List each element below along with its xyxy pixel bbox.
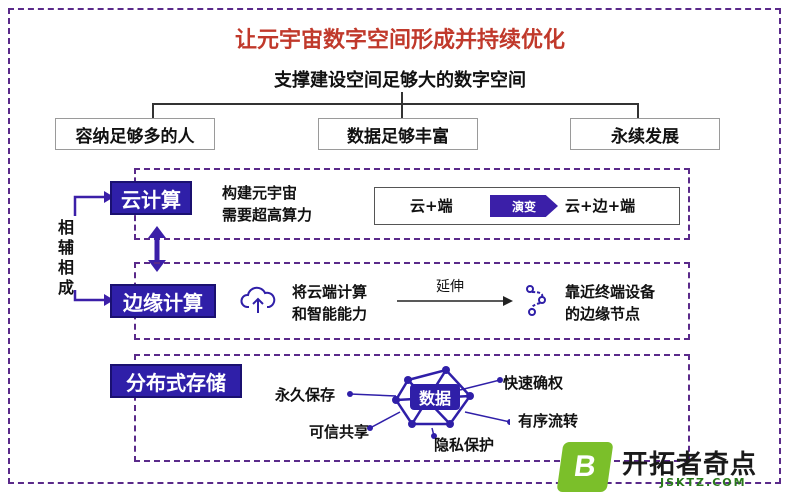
- nodes-path-icon: [522, 284, 550, 320]
- mutual-char-1: 相: [57, 218, 74, 237]
- top-box-data: 数据足够丰富: [318, 118, 478, 150]
- logo-name: 开拓者奇点: [622, 450, 758, 480]
- cloud-desc-line2: 需要超高算力: [222, 206, 313, 224]
- storage-item-fast-rights: 快速确权: [503, 374, 564, 392]
- logo-mark: B: [556, 442, 614, 492]
- site-logo: B 开拓者奇点 JSKTZ.COM: [556, 440, 800, 496]
- storage-item-trusted-share: 可信共享: [309, 423, 370, 441]
- mutual-char-3: 相: [57, 258, 74, 277]
- evolve-arrow: 演变: [490, 195, 558, 217]
- diagram-title: 让元宇宙数字空间形成并持续优化: [234, 28, 565, 53]
- edge-desc-line1: 将云端计算: [292, 283, 368, 301]
- storage-item-privacy: 隐私保护: [434, 436, 495, 454]
- storage-label: 分布式存储: [110, 364, 242, 398]
- cloud-to: 云+边+端: [565, 197, 636, 215]
- tree-mid: [401, 103, 403, 119]
- storage-section: [134, 354, 690, 462]
- data-center-label: 数据: [410, 384, 460, 410]
- cloud-desc: 构建元宇宙 需要超高算力: [222, 182, 312, 226]
- mutual-char-2: 辅: [57, 238, 74, 257]
- tree-stem: [401, 92, 403, 104]
- top-box-sustain: 永续发展: [570, 118, 720, 150]
- cloud-label: 云计算: [110, 181, 192, 215]
- mutual-char-4: 成: [57, 278, 74, 297]
- logo-url: JSKTZ.COM: [660, 476, 747, 489]
- edge-target: 靠近终端设备 的边缘节点: [565, 281, 655, 325]
- mutual-label: 相 辅 相 成: [56, 218, 76, 298]
- edge-target-line2: 的边缘节点: [565, 305, 641, 323]
- edge-target-line1: 靠近终端设备: [565, 283, 656, 301]
- outer-frame: [8, 8, 781, 484]
- cloud-desc-line1: 构建元宇宙: [222, 184, 298, 202]
- edge-label: 边缘计算: [110, 284, 216, 318]
- storage-item-permanent: 永久保存: [275, 386, 336, 404]
- edge-desc-line2: 和智能能力: [292, 305, 368, 323]
- cloud-upload-icon: [240, 285, 276, 319]
- cloud-evolve-box: [374, 187, 680, 225]
- logo-letter: B: [571, 450, 599, 483]
- mutual-bracket: [73, 191, 114, 306]
- extend-arrow: [397, 296, 513, 306]
- extend-label: 延伸: [436, 279, 464, 295]
- diagram-subtitle: 支撑建设空间足够大的数字空间: [274, 70, 526, 91]
- tree-right: [637, 103, 639, 119]
- cloud-from: 云+端: [410, 197, 453, 215]
- edge-desc: 将云端计算 和智能能力: [292, 281, 367, 325]
- storage-connectors: [347, 377, 510, 439]
- top-box-people: 容纳足够多的人: [55, 118, 215, 150]
- tree-bar: [152, 103, 639, 105]
- tree-left: [152, 103, 154, 119]
- storage-item-ordered-flow: 有序流转: [518, 412, 579, 430]
